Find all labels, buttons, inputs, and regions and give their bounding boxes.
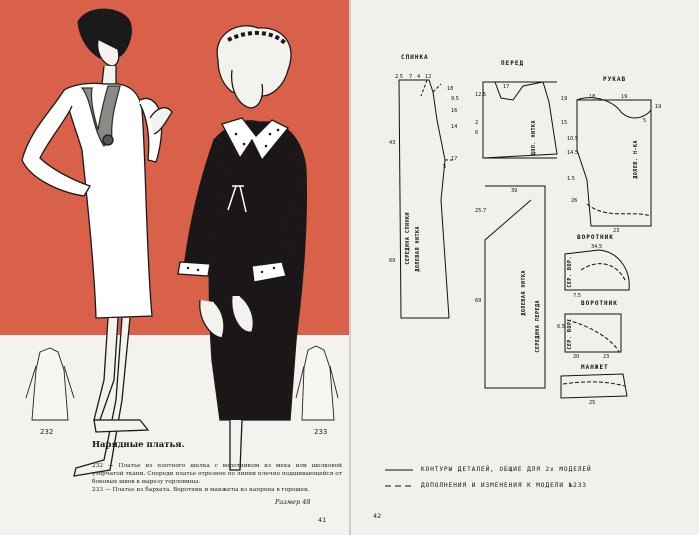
collar2-dim: 6.5 xyxy=(557,324,565,330)
collar-piece-1 xyxy=(564,249,630,291)
collar1-dim: 7.5 xyxy=(573,293,581,299)
front-top-grain-label: ДОЛ. НИТКА xyxy=(531,120,537,156)
front-grain-label: ДОЛЕВАЯ НИТКА xyxy=(521,270,527,316)
title-front: ПЕРЕД xyxy=(501,60,525,67)
front-top-dim: 15 xyxy=(561,120,568,126)
collar2-mid-label: СЕР. ВОР. xyxy=(567,318,573,350)
back-piece xyxy=(398,79,450,319)
back-dim: 7 xyxy=(409,74,413,80)
sleeve-dim: 18 xyxy=(589,94,596,100)
sleeve-dim: 19 xyxy=(621,94,628,100)
front-top-dim: 17 xyxy=(503,84,510,90)
front-bottom-dim: 69 xyxy=(475,298,482,304)
sleeve-dim: 14.5 xyxy=(567,150,579,156)
page-number-left: 41 xyxy=(318,516,327,524)
back-dim: 69 xyxy=(389,258,396,264)
flat-sketch-233 xyxy=(295,345,339,421)
back-dim: 16 xyxy=(451,108,458,114)
back-dim: 12 xyxy=(425,74,432,80)
model-number-233: 233 xyxy=(314,428,328,436)
front-bottom-piece xyxy=(484,185,546,389)
figure-233 xyxy=(177,25,308,471)
description-232: 232 — Платье из плотного шелка с воротни… xyxy=(92,463,342,486)
description-233: 233 — Платье из бархата. Воротник и манж… xyxy=(92,487,310,493)
back-grain-label: ДОЛЕВАЯ НИТКА xyxy=(415,226,421,272)
title-sleeve: РУКАВ xyxy=(603,76,627,83)
back-dim: 9.5 xyxy=(451,96,459,102)
sleeve-dim: 23 xyxy=(613,228,620,234)
pattern-drawings xyxy=(385,79,652,487)
cuff-piece xyxy=(560,373,628,399)
collar-piece-2 xyxy=(564,313,622,353)
front-bottom-dim: 39 xyxy=(511,188,518,194)
collar2-dim: 23 xyxy=(603,354,610,360)
figure-232 xyxy=(21,8,173,477)
back-dim: 5 xyxy=(443,164,447,170)
collar1-dim: 34.5 xyxy=(591,244,603,250)
model-number-232: 232 xyxy=(40,428,54,436)
collar2-dim: 20 xyxy=(573,354,580,360)
front-top-dim: 2 xyxy=(475,120,479,126)
front-bottom-dim: 25.7 xyxy=(475,208,487,214)
cuff-dim: 25 xyxy=(589,400,596,406)
legend-dashed-text: ДОПОЛНЕНИЯ И ИЗМЕНЕНИЯ К МОДЕЛИ №233 xyxy=(421,482,588,489)
page-number-right: 42 xyxy=(373,512,382,520)
left-page: 232 233 Нарядные платья. 232 — Платье из… xyxy=(0,0,350,524)
size-line: Размер 48 xyxy=(275,498,311,506)
caption-title: Нарядные платья. xyxy=(92,440,185,450)
right-page: СПИНКА ПЕРЕД РУКАВ ВОРОТНИК ВОРОТНИК МАН… xyxy=(351,0,699,535)
sleeve-dim: 1.5 xyxy=(567,176,575,182)
title-collar-2: ВОРОТНИК xyxy=(581,300,618,307)
title-collar-1: ВОРОТНИК xyxy=(577,234,614,241)
front-top-dim: 12.5 xyxy=(475,92,487,98)
front-top-piece xyxy=(482,81,558,159)
back-dim: 43 xyxy=(389,140,396,146)
back-dim: 14 xyxy=(451,124,458,130)
back-center-label: СЕРЕДИНА СПИНКИ xyxy=(405,212,411,265)
back-dim: 2.5 xyxy=(395,74,403,80)
sleeve-dim: 10.5 xyxy=(567,136,579,142)
title-back: СПИНКА xyxy=(401,54,429,61)
sleeve-grain-label: ДОЛЕВ. Н-КА xyxy=(633,140,639,179)
sleeve-dim: 26 xyxy=(571,198,578,204)
back-dim: 4 xyxy=(417,74,421,80)
front-top-dim: 6 xyxy=(475,130,479,136)
back-dim: 17 xyxy=(451,156,458,162)
title-cuff: МАНЖЕТ xyxy=(581,364,609,371)
sleeve-dim: 5 xyxy=(643,118,647,124)
fashion-illustration xyxy=(21,8,339,477)
front-center-label: СЕРЕДИНА ПЕРЕДА xyxy=(535,300,541,353)
flat-sketch-232 xyxy=(25,347,75,421)
legend-solid-text: КОНТУРЫ ДЕТАЛЕЙ, ОБЩИЕ ДЛЯ 2х МОДЕЛЕЙ xyxy=(421,466,592,473)
front-top-dim: 19 xyxy=(561,96,568,102)
sleeve-piece xyxy=(576,99,652,227)
collar1-mid-label: СЕР. ВОР. xyxy=(567,256,573,288)
sleeve-dim: 19 xyxy=(655,104,662,110)
book-gutter xyxy=(349,0,352,535)
collar-dots xyxy=(186,128,280,274)
back-dim: 18 xyxy=(447,86,454,92)
